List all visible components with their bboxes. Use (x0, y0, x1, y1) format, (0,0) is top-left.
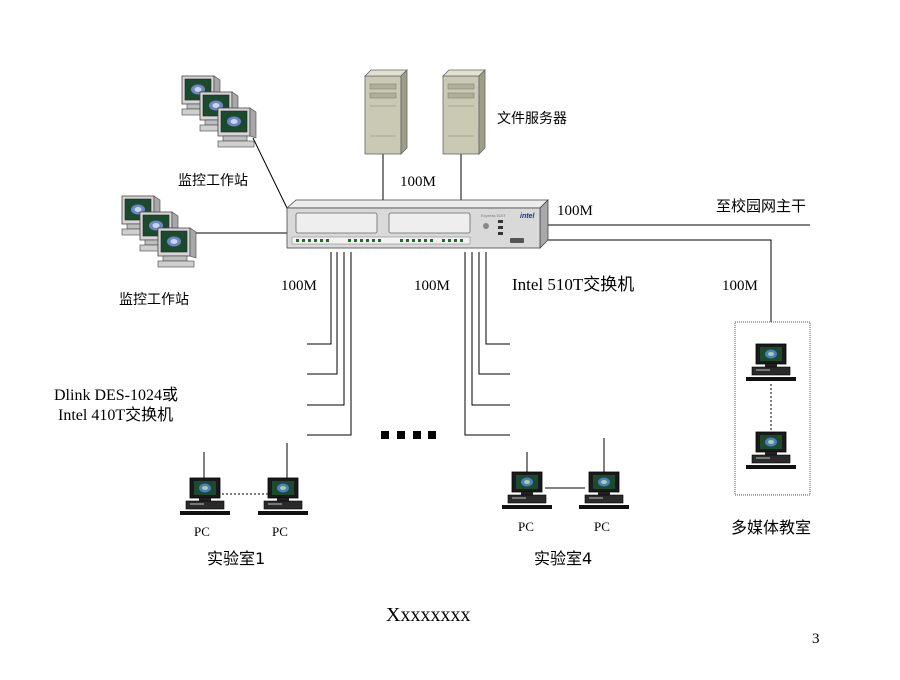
pc-lab4-b-label: PC (594, 519, 610, 534)
monitor-workstation-top (181, 75, 257, 148)
left-branch-1 (307, 252, 332, 345)
main-switch-label: Intel 510T交换机 (512, 275, 635, 294)
right-branch-4 (464, 252, 510, 436)
multimedia-bandwidth-label: 100M (722, 278, 758, 294)
lab1-label: 实验室1 (207, 549, 266, 568)
pc-lab4-a (501, 471, 553, 510)
multimedia-link (540, 239, 772, 322)
left-branch-4 (307, 252, 352, 436)
pc-lab1-a (179, 477, 231, 516)
monitor-workstation-bottom (121, 195, 197, 268)
ellipsis-dot (428, 431, 436, 439)
pc-lab4-a-label: PC (518, 519, 534, 534)
slide-title: Xxxxxxxx (386, 604, 471, 626)
left-bandwidth-label: 100M (281, 278, 317, 294)
pc-lab4-b (578, 471, 630, 510)
pc-lab1-b-label: PC (272, 524, 288, 539)
lab4-label: 实验室4 (534, 549, 593, 568)
monitor-workstation-top-label: 监控工作站 (178, 173, 248, 189)
right-branch-1 (485, 252, 510, 345)
connection-lines (196, 137, 810, 495)
file-server-2 (442, 69, 486, 155)
file-server-label: 文件服务器 (497, 111, 567, 127)
monitor-workstation-bottom-label: 监控工作站 (119, 292, 189, 308)
campus-bandwidth-label: 100M (557, 203, 593, 219)
access-switch-label-line1: Dlink DES-1024或 (54, 387, 179, 404)
ellipsis-dot (397, 431, 405, 439)
ellipsis-dot (413, 431, 421, 439)
pc-lab1-a-label: PC (194, 524, 210, 539)
switch-brand-logo: intel (520, 213, 535, 220)
server-bandwidth-label: 100M (400, 174, 436, 190)
pc-multimedia-a (745, 343, 797, 382)
campus-backbone-label: 至校园网主干 (716, 197, 807, 215)
access-switch-label-line2: Intel 410T交换机 (58, 407, 174, 424)
ellipsis-dots (381, 431, 436, 439)
main-switch: intel Express 510T (285, 199, 549, 249)
right-branch-2 (478, 252, 510, 375)
right-branch-3 (471, 252, 510, 406)
middle-bandwidth-label: 100M (414, 278, 450, 294)
pc-lab1-b (257, 477, 309, 516)
multimedia-room-label: 多媒体教室 (731, 518, 812, 537)
ellipsis-dot (381, 431, 389, 439)
switch-model-plate: Express 510T (481, 213, 506, 218)
pc-multimedia-b (745, 431, 797, 470)
monitor-top-link (252, 137, 288, 209)
left-branch-2 (307, 252, 338, 375)
file-server-1 (364, 69, 408, 155)
left-branch-3 (307, 252, 345, 406)
page-number: 3 (812, 631, 820, 647)
